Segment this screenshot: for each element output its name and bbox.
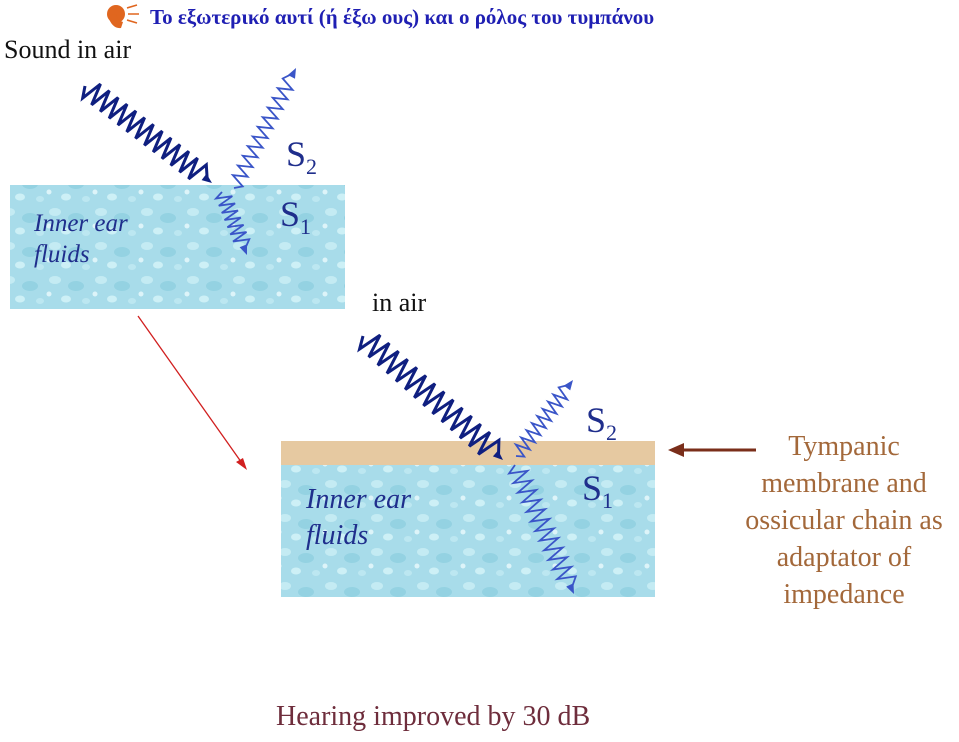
incident-wave-bottom	[357, 333, 501, 457]
reflected-wave-top	[230, 72, 295, 189]
link-arrow	[137, 315, 245, 467]
reflected-wave-bottom	[513, 383, 570, 458]
reflected-wave-bottom-head	[563, 380, 573, 391]
conclusion-text: Hearing improved by 30 dB	[276, 701, 591, 732]
incident-wave-top	[80, 82, 209, 181]
sound-in-air-label: Sound in air	[4, 35, 132, 64]
incident-wave-bottom-head	[492, 450, 503, 460]
link-arrow-head	[236, 458, 247, 470]
transmitted-wave-bottom	[507, 464, 578, 589]
fluid-block-top	[10, 185, 345, 309]
title-row: Το εξωτερικό αυτί (ή έξω ους) και ο ρόλο…	[104, 0, 654, 34]
s2-label-bottom: S2	[586, 400, 618, 446]
speaker-head-icon	[107, 4, 139, 29]
s1-label-bottom: S1	[582, 468, 614, 514]
incident-wave-top-head	[201, 173, 212, 183]
transmitted-wave-top-head	[239, 244, 247, 255]
inner-ear-fluids-label-bottom: Inner ear fluids	[306, 484, 411, 551]
s1-label-top: S1	[280, 194, 312, 240]
s2-label-top: S2	[286, 134, 318, 180]
membrane-pointer-arrow-head	[668, 443, 684, 457]
reflected-wave-top-head	[287, 68, 296, 79]
inner-ear-fluids-label-top: Inner ear fluids	[34, 210, 128, 268]
transmitted-wave-bottom-head	[566, 583, 574, 594]
fluid-block-bottom	[281, 465, 655, 597]
tympanic-membrane-label: Tympanic membrane and ossicular chain as…	[745, 431, 943, 610]
page-title: Το εξωτερικό αυτί (ή έξω ους) και ο ρόλο…	[150, 4, 655, 29]
in-air-label: in air	[372, 288, 427, 317]
tympanic-membrane-layer	[281, 441, 655, 465]
transmitted-wave-top	[213, 191, 251, 250]
